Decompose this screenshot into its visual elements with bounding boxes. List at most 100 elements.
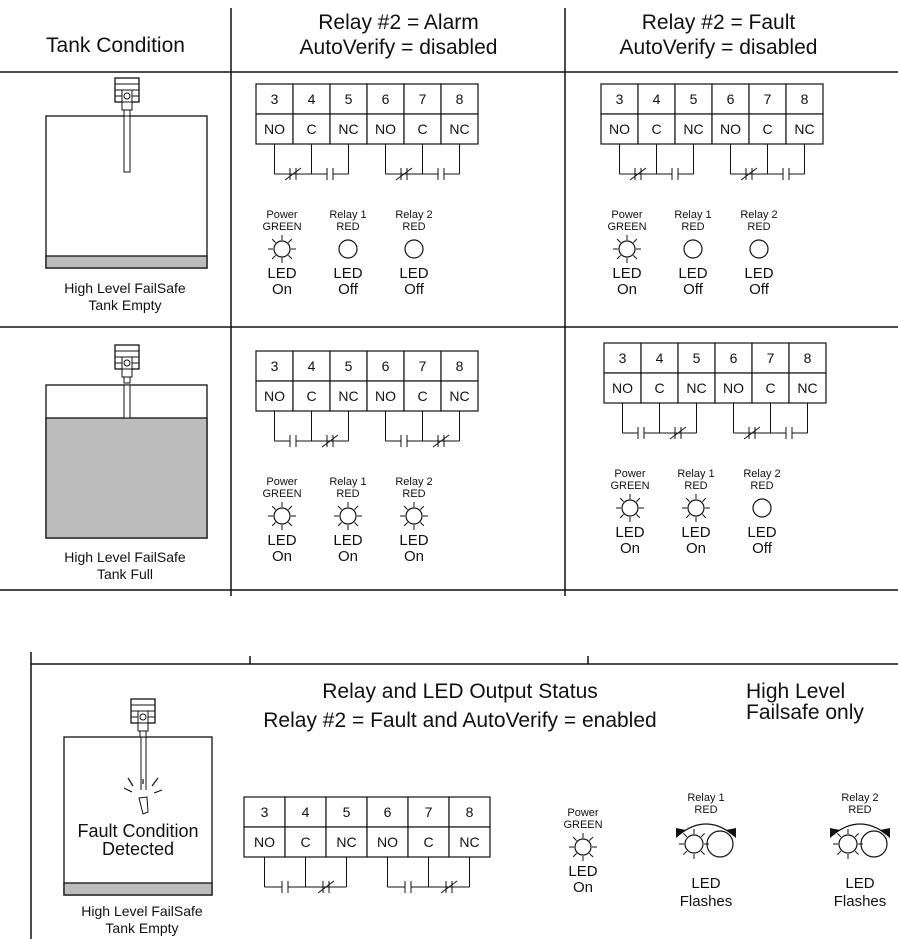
header-tank-condition: Tank Condition	[46, 34, 185, 57]
relay1-led-led-word: LED	[333, 265, 363, 282]
relay2-led-led-word: LED	[747, 524, 777, 541]
terminal-number: 8	[804, 350, 812, 366]
power-led-led-word: LED	[612, 265, 642, 282]
header-alarm-line2: AutoVerify = disabled	[299, 36, 498, 59]
bottom-relay2-led-color: RED	[848, 804, 872, 816]
relay2-led-label: Relay 2	[395, 209, 433, 221]
bottom-power-led-color: GREEN	[563, 819, 603, 831]
terminal-number: 4	[308, 91, 316, 107]
header-alarm-line1: Relay #2 = Alarm	[318, 11, 479, 34]
terminal-number: 3	[271, 91, 279, 107]
terminal-number: 4	[656, 350, 664, 366]
terminal-contact: C	[417, 121, 427, 137]
led-off-icon	[749, 239, 769, 259]
led-on-icon	[682, 494, 710, 522]
terminal-number: 5	[345, 91, 353, 107]
terminal-number: 7	[767, 350, 775, 366]
power-led-label: Power	[266, 476, 298, 488]
terminal-contact: NO	[612, 380, 633, 396]
relay1-led-color: RED	[684, 480, 708, 492]
row2-caption-line2: Tank Full	[96, 566, 154, 582]
relay2-led-label: Relay 2	[743, 468, 781, 480]
relay1-led-led-word: LED	[678, 265, 708, 282]
relay1-led-color: RED	[336, 488, 360, 500]
relay2-led-color: RED	[750, 480, 774, 492]
led-off-icon	[338, 239, 358, 259]
power-led-label: Power	[266, 209, 298, 221]
relay-contact-symbol	[387, 857, 470, 894]
terminal-contact: C	[423, 834, 433, 850]
power-led-status: On	[616, 281, 637, 298]
liquid-level	[63, 882, 213, 896]
relay1-led-status: On	[337, 548, 358, 565]
terminal-contact: NO	[254, 834, 275, 850]
led-on-icon	[613, 235, 641, 263]
led-on-icon	[268, 502, 296, 530]
terminal-number: 8	[466, 804, 474, 820]
fault-condition-line2: Detected	[101, 839, 175, 859]
terminal-number: 7	[419, 91, 427, 107]
terminal-contact: NO	[723, 380, 744, 396]
terminal-contact: NC	[449, 388, 469, 404]
relay-contact-symbol	[622, 403, 697, 440]
power-led-status: On	[271, 281, 292, 298]
terminal-number: 5	[343, 804, 351, 820]
relay1-led-color: RED	[336, 221, 360, 233]
terminal-number: 6	[730, 350, 738, 366]
led-off-icon	[404, 239, 424, 259]
terminal-contact: C	[762, 121, 772, 137]
terminal-number: 7	[764, 91, 772, 107]
row1-caption-line2: Tank Empty	[88, 297, 162, 313]
relay2-led-status: Off	[404, 281, 424, 298]
power-led-label: Power	[614, 468, 646, 480]
fault-spark-icon	[123, 777, 163, 794]
power-led-led-word: LED	[267, 532, 297, 549]
terminal-contact: NC	[797, 380, 817, 396]
led-on-icon	[833, 829, 863, 859]
relay-contact-symbol	[264, 857, 347, 894]
terminal-contact: C	[306, 121, 316, 137]
led-on-icon	[569, 833, 597, 861]
relay2-led-label: Relay 2	[395, 476, 433, 488]
header-fault-line2: AutoVerify = disabled	[619, 36, 818, 59]
relay1-led-color: RED	[681, 221, 705, 233]
relay-contact-symbol	[733, 403, 808, 440]
terminal-number: 7	[419, 358, 427, 374]
relay1-led-label: Relay 1	[329, 209, 367, 221]
bottom-caption-line1: High Level FailSafe	[81, 903, 203, 919]
relay1-led-status: Off	[338, 281, 358, 298]
terminal-number: 4	[653, 91, 661, 107]
relay2-led-led-word: LED	[399, 532, 429, 549]
relay2-led-status: Off	[749, 281, 769, 298]
terminal-contact: NC	[459, 834, 479, 850]
terminal-contact: C	[654, 380, 664, 396]
bottom-side-line1: High Level	[746, 680, 846, 703]
terminal-contact: NC	[336, 834, 356, 850]
led-on-icon	[616, 494, 644, 522]
liquid-level	[45, 417, 208, 539]
terminal-contact: NO	[609, 121, 630, 137]
terminal-contact: NC	[683, 121, 703, 137]
terminal-contact: NO	[375, 388, 396, 404]
relay2-led-color: RED	[402, 221, 426, 233]
terminal-number: 3	[616, 91, 624, 107]
terminal-number: 6	[384, 804, 392, 820]
relay-contact-symbol	[274, 411, 349, 448]
terminal-contact: NC	[449, 121, 469, 137]
terminal-number: 6	[727, 91, 735, 107]
relay-contact-symbol	[619, 144, 694, 181]
bottom-title-line1: Relay and LED Output Status	[322, 680, 598, 703]
power-led-led-word: LED	[615, 524, 645, 541]
terminal-number: 7	[425, 804, 433, 820]
terminal-contact: C	[306, 388, 316, 404]
liquid-level	[45, 255, 208, 269]
bottom-relay1-led-led-word: LED	[691, 875, 721, 892]
bottom-power-led-led-word: LED	[568, 863, 598, 880]
